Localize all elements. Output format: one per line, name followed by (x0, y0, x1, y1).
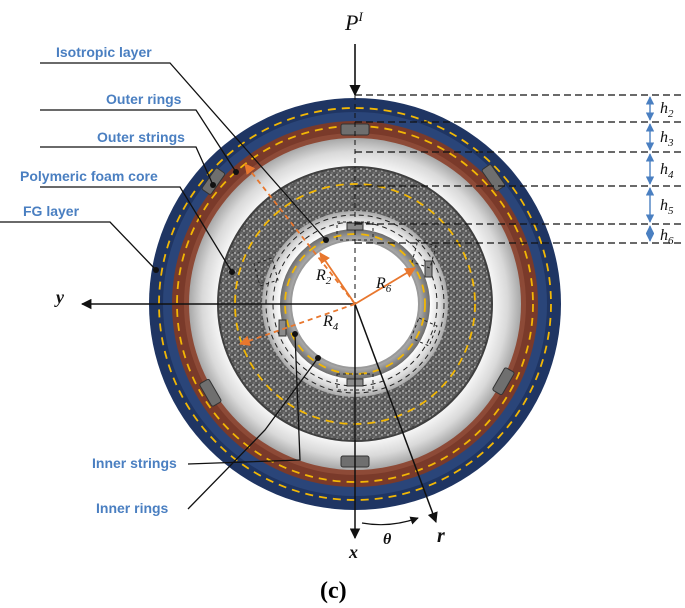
r-axis-label: r (437, 525, 445, 547)
load-arrow: PI (344, 9, 363, 304)
r6-label: R6 (375, 275, 392, 295)
label-fg-layer: FG layer (23, 203, 80, 219)
mid-surface-fg (158, 107, 552, 501)
load-label: PI (344, 9, 363, 35)
h4-label: h4 (660, 161, 674, 181)
inner-string-brackets (253, 221, 438, 391)
mid-surface-outer (176, 125, 534, 483)
label-isotropic-layer: Isotropic layer (56, 44, 152, 60)
h2-label: h2 (660, 100, 674, 120)
r2-label: R2 (315, 267, 332, 287)
thickness-dimensions: h2 h3 h4 h5 h6 (355, 94, 685, 247)
label-inner-rings: Inner rings (96, 500, 169, 516)
leader-dots (153, 169, 329, 361)
x-axis-label: x (348, 542, 358, 562)
leader-lines (0, 62, 327, 510)
h5-label: h5 (660, 197, 674, 217)
h6-label: h6 (660, 227, 674, 247)
h3-label: h3 (660, 129, 674, 149)
axes: y x r θ (54, 287, 445, 562)
label-polymeric-foam-core: Polymeric foam core (20, 168, 158, 184)
label-outer-rings: Outer rings (106, 91, 182, 107)
label-outer-strings: Outer strings (97, 129, 185, 145)
label-inner-strings: Inner strings (92, 455, 177, 471)
y-axis-label: y (54, 287, 65, 307)
radii: R2 R6 R4 (238, 163, 416, 346)
figure-caption: (c) (320, 578, 347, 604)
theta-label: θ (383, 531, 392, 548)
r4-label: R4 (322, 313, 339, 333)
